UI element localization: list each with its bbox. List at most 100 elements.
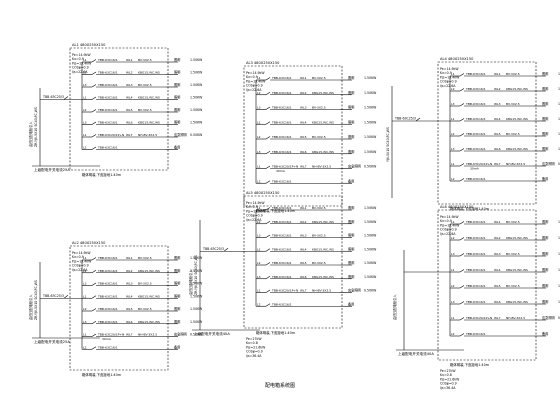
load-name: 照明: [174, 307, 180, 311]
circuit-id: WL1: [126, 58, 133, 62]
breaker-model: TBB-63C16/1: [271, 220, 292, 224]
cable-spec: BV-3X2.5: [506, 220, 520, 224]
breaker-model: TBB-63C16/1: [465, 132, 486, 136]
phase-label: L2: [83, 146, 87, 150]
cable-spec: KBG15,WC,WS: [506, 236, 528, 240]
phase-label: L3: [451, 147, 455, 151]
breaker-symbol: [459, 163, 465, 167]
phase-label: L2: [257, 179, 261, 183]
cable-spec: BV-3X2.5: [312, 106, 326, 110]
breaker-symbol: [459, 103, 465, 107]
load-name: 应急照明: [348, 288, 361, 293]
cable-spec: KBG15,WC,WS: [138, 320, 160, 324]
load-power: 1.50KW: [190, 108, 203, 112]
breaker-model: TBB-63C16/1: [465, 284, 486, 288]
feeder-cable: YJV-5X10 SC40,FC,WS: [386, 127, 390, 162]
phase-label: L2: [257, 91, 261, 95]
feeder-source: 由低压配电柜引入: [28, 294, 33, 320]
panel-param: Pe=14.9kW: [246, 71, 265, 75]
phase-label: L2: [83, 307, 87, 311]
cable-spec: BV-3X2.5: [312, 234, 326, 238]
phase-label: L1: [83, 133, 87, 137]
breaker-symbol: [91, 320, 97, 325]
breaker-symbol: [91, 346, 97, 350]
load-name: 照明: [174, 58, 180, 62]
panel-param: Ijs=22.6A: [72, 70, 88, 74]
load-power: 1.50KW: [558, 117, 560, 121]
breaker-model: TBB-63C16/1: [271, 179, 292, 183]
load-power: 1.50KW: [190, 307, 203, 311]
sum-param: Kx=0.8: [246, 341, 258, 345]
load-power: 0.50KW: [364, 165, 377, 169]
cable-spec: KBG15,WC,WS: [506, 268, 528, 272]
panel-al2: AL2 480X250X150Pe=14.9kWKx=0.9Pjs=13.4kW…: [28, 241, 203, 377]
breaker-model: TBB-63C16/1: [271, 106, 292, 110]
cable-spec: BV-3X2.5: [312, 261, 326, 265]
load-name: 照明: [348, 76, 354, 80]
feeder-cable: ZR-YJV-5X10 SC40,FC,WS: [194, 255, 198, 295]
load-power: 1.50KW: [558, 102, 560, 106]
breaker-model: TBB-63C20/1P+N: [271, 289, 298, 293]
cable-spec: BV-3X2.5: [138, 282, 152, 286]
load-power: 0.50KW: [190, 333, 203, 337]
circuit-id: WL5: [126, 108, 133, 112]
panel-param: Kx=0.9: [72, 255, 84, 259]
phase-label: L1: [257, 165, 261, 169]
load-power: 1.50KW: [190, 71, 203, 75]
circuit-id: WL5: [300, 261, 307, 265]
load-power: 1.50KW: [364, 234, 377, 238]
load-name: 照明: [542, 72, 548, 76]
load-name: 应急照明: [174, 332, 187, 337]
sum-param: Ijs=36.4A: [246, 354, 262, 358]
panel-param: Kx=0.9: [72, 57, 84, 61]
load-power: 0.50KW: [558, 162, 560, 166]
cable-spec: NH-BV-3X2.5: [138, 133, 157, 137]
phase-label: L3: [451, 300, 455, 304]
phase-label: L3: [451, 252, 455, 256]
breaker-model: TBB-63C16/1: [271, 120, 292, 124]
breaker-model: TBB-63C20/1P+N: [97, 133, 124, 137]
load-name: 照明: [174, 282, 180, 286]
cable-spec: BV-3X2.5: [506, 284, 520, 288]
cable-spec: BV-3X2.5: [138, 256, 152, 260]
breaker-symbol: [91, 282, 97, 286]
load-name: 照明: [348, 120, 354, 124]
load-power: 1.50KW: [558, 268, 560, 272]
circuit-id: WL3: [300, 106, 307, 110]
breaker-model: TBB-63C16/1: [97, 83, 118, 87]
breaker-symbol: [265, 91, 271, 96]
mounting-note: 箱体明装,下皮距地1.40m: [256, 330, 296, 335]
breaker-symbol: [91, 257, 97, 261]
load-name: 备用: [348, 301, 354, 306]
breaker-model: TBB-63C16/1: [97, 96, 118, 100]
cable-spec: BV-3X2.5: [312, 206, 326, 210]
circuit-id: WL4: [126, 96, 133, 100]
phase-label: L2: [83, 345, 87, 349]
cable-spec: KBG15,WC,WS: [312, 150, 334, 154]
load-name: 照明: [348, 106, 354, 110]
breaker-model: TBB-63C16/1: [97, 121, 118, 125]
upstream-breaker-note: 上级配电开关电流40A: [398, 351, 434, 356]
breaker-symbol: [265, 248, 271, 252]
circuit-id: WL5: [494, 284, 501, 288]
phase-label: L2: [451, 332, 455, 336]
cable-spec: BV-3X2.5: [138, 108, 152, 112]
breaker-model: TBB-63C16/1: [465, 102, 486, 106]
mounting-note: 箱体明装,下皮距地1.40m: [82, 172, 122, 177]
load-power: 1.50KW: [364, 261, 377, 265]
upstream-breaker-note: 上级配电开关电流40A: [194, 331, 230, 336]
sum-param: Pe=27kW: [246, 337, 262, 341]
load-power: 1.50KW: [190, 83, 203, 87]
phase-label: L1: [451, 316, 455, 320]
panel-param: Ijs=22.6A: [440, 232, 456, 236]
breaker-model: TBB-63C16/1: [465, 332, 486, 336]
load-power: 1.50KW: [364, 91, 377, 95]
panel-title: AL5 480X250X150: [246, 191, 280, 195]
